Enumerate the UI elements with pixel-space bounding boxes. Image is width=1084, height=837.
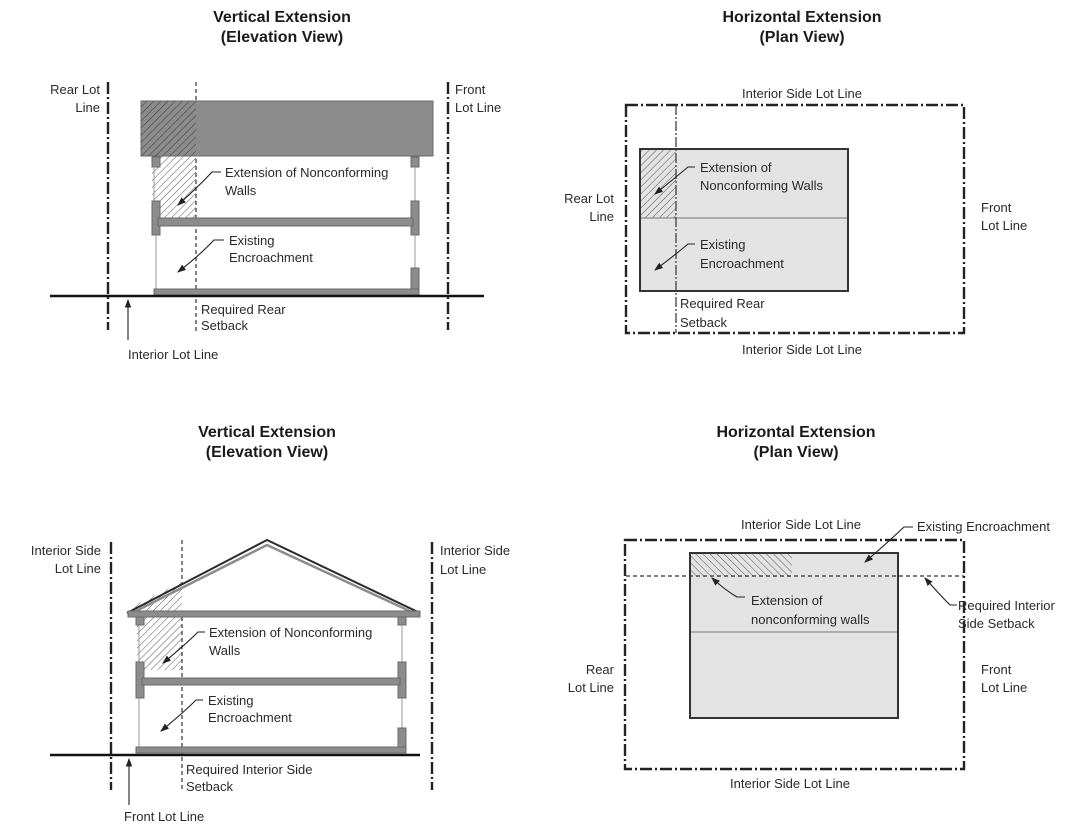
ceiling-slab [127,610,421,618]
encroachment-leader-arrow [177,239,224,273]
roof-underside [131,543,415,615]
left-lot-label: Lot Line [568,680,614,695]
left-lot-label: Rear Lot [564,191,614,206]
encroachment-label: Encroachment [208,710,292,725]
right-lot-label: Front [981,662,1012,677]
setback-label: Setback [201,318,248,333]
right-lot-label: Front [455,82,486,97]
extension-label: Extension of [700,160,772,175]
left-lot-label: Rear Lot [50,82,100,97]
setback-label: Required Interior [958,598,1055,613]
encroachment-label: Encroachment [700,256,784,271]
left-lot-label: Interior Side [31,543,101,558]
extension-label: Extension of Nonconforming [209,625,372,640]
panel-bottom-left-vertical-extension: Vertical Extension (Elevation View) Inte… [31,424,510,824]
top-lot-label: Interior Side Lot Line [741,517,861,532]
encroachment-label: Existing [229,233,275,248]
lot-boundary [623,538,966,771]
extension-hatch [691,554,792,577]
setback-label: Side Setback [958,616,1035,631]
extension-label: Walls [209,643,241,658]
wall-cap [135,616,145,626]
panel-bottom-right-horizontal-extension: Horizontal Extension (Plan View) Interio… [568,424,1056,791]
building-footprint [689,552,899,719]
ground-label: Front Lot Line [124,809,204,824]
panel-title-line2: (Plan View) [753,444,838,461]
roof-attic [127,540,419,614]
right-lot-label: Lot Line [440,562,486,577]
extension-hatch [137,617,182,670]
panel-title-line2: (Elevation View) [221,29,343,46]
left-lot-label: Rear [586,662,615,677]
extension-leader-arrow [711,577,745,598]
wall-cap [410,156,420,168]
setback-leader-arrow [924,577,957,606]
extension-leader-arrow [177,171,221,206]
extension-label: nonconforming walls [751,612,870,627]
right-lot-label: Interior Side [440,543,510,558]
extension-leader-arrow [162,631,205,664]
ground-slab [135,746,407,754]
extension-label: Extension of [751,593,823,608]
setback-label: Required Rear [680,296,765,311]
encroachment-leader-arrow [160,699,203,732]
right-lot-label: Lot Line [981,680,1027,695]
roof-outline [126,538,421,614]
extension-label: Nonconforming Walls [700,178,824,193]
panel-top-left-vertical-extension: Vertical Extension (Elevation View) [50,9,501,362]
left-lot-label: Lot Line [55,561,101,576]
building-footprint [639,148,849,292]
extension-label: Extension of Nonconforming [225,165,388,180]
panel-title-line1: Vertical Extension [213,9,351,26]
right-lot-label: Lot Line [981,218,1027,233]
wall-cap [397,616,407,626]
encroachment-leader-arrow [654,243,695,271]
left-lot-label: Line [589,209,614,224]
floor-slab [157,217,414,227]
roof-extension-hatch [141,101,196,156]
setback-label: Setback [680,315,727,330]
ground-label: Interior Lot Line [128,347,218,362]
encroachment-label: Existing [208,693,254,708]
encroachment-label: Existing [700,237,746,252]
setback-label: Required Interior Side [186,762,312,777]
bottom-lot-label: Interior Side Lot Line [742,342,862,357]
encroachment-label: Existing Encroachment [917,519,1050,534]
panel-title-line1: Horizontal Extension [716,424,875,441]
panel-title-line1: Vertical Extension [198,424,336,441]
top-lot-label: Interior Side Lot Line [742,86,862,101]
lot-boundary [624,103,966,335]
panel-title-line1: Horizontal Extension [722,9,881,26]
left-lot-label: Line [75,100,100,115]
wall-cap [151,156,161,168]
setback-label: Required Rear [201,302,286,317]
panel-title-line2: (Plan View) [759,29,844,46]
ground-slab [153,288,420,296]
setback-label: Setback [186,779,233,794]
right-lot-label: Lot Line [455,100,501,115]
right-lot-label: Front [981,200,1012,215]
panel-top-right-horizontal-extension: Horizontal Extension (Plan View) Interio… [564,9,1027,357]
bottom-lot-label: Interior Side Lot Line [730,776,850,791]
extension-hatch [641,150,676,218]
encroachment-label: Encroachment [229,250,313,265]
floor-slab [141,677,401,686]
extension-label: Walls [225,183,257,198]
extension-leader-arrow [654,166,695,195]
encroachment-leader-arrow [864,526,913,563]
panel-title-line2: (Elevation View) [206,444,328,461]
